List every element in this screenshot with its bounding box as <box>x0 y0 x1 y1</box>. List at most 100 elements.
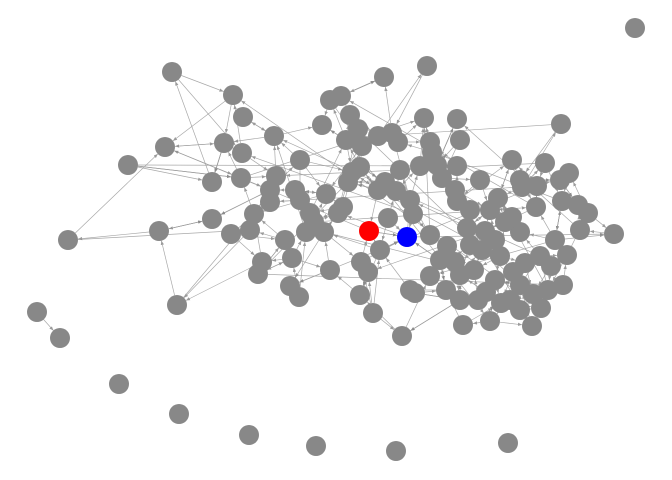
graph-node <box>232 143 252 163</box>
graph-edge <box>324 109 328 116</box>
graph-node <box>495 212 515 232</box>
graph-edge <box>337 276 353 289</box>
graph-edge <box>538 274 546 286</box>
graph-edge <box>305 167 321 187</box>
graph-edge <box>347 149 352 163</box>
graph-edge <box>330 130 338 135</box>
graph-edge <box>238 240 255 256</box>
graph-edge <box>377 233 476 270</box>
graph-edge <box>388 240 399 247</box>
graph-edge <box>513 166 517 171</box>
graph-edge <box>77 231 150 241</box>
graph-edge <box>285 163 536 177</box>
graph-edge <box>273 145 277 167</box>
graph-edge <box>299 241 307 288</box>
graph-edge <box>137 166 203 181</box>
graph-edge <box>181 75 224 92</box>
graph-edge <box>474 279 478 291</box>
graph-node <box>551 114 571 134</box>
graph-edge <box>261 220 278 234</box>
graph-node <box>498 433 518 453</box>
graph-node <box>445 180 465 200</box>
graph-node <box>450 130 470 150</box>
graph-node <box>468 290 488 310</box>
graph-node <box>460 200 480 220</box>
graph-node <box>531 298 551 318</box>
graph-node <box>557 245 577 265</box>
graph-edge <box>174 143 215 148</box>
graph-edge <box>565 187 573 198</box>
graph-node <box>410 156 430 176</box>
graph-node <box>535 153 555 173</box>
graph-node <box>378 208 398 228</box>
graph-node <box>320 260 340 280</box>
graph-edge <box>228 151 237 170</box>
graph-edge <box>244 187 251 205</box>
graph-node <box>118 155 138 175</box>
graph-edge <box>175 81 209 173</box>
graph-node <box>515 253 535 273</box>
graph-node <box>169 404 189 424</box>
graph-edge <box>349 80 376 93</box>
graph-node <box>502 150 522 170</box>
graph-node <box>457 218 477 238</box>
graph-edge <box>251 156 404 211</box>
graph-node <box>570 220 590 240</box>
graph-edge <box>482 260 492 266</box>
graph-node <box>282 248 302 268</box>
graph-node <box>239 425 259 445</box>
graph-node <box>363 303 383 323</box>
graph-node <box>526 197 546 217</box>
graph-edge <box>451 177 471 181</box>
graph-node <box>223 85 243 105</box>
graph-node <box>350 157 370 177</box>
graph-node <box>578 203 598 223</box>
graph-node <box>233 107 253 127</box>
graph-node <box>358 262 378 282</box>
node-layer <box>27 18 645 461</box>
graph-edge <box>394 224 401 231</box>
graph-edge <box>402 179 408 191</box>
graph-node <box>202 209 222 229</box>
graph-edge <box>331 238 354 256</box>
graph-edge <box>370 199 377 222</box>
graph-node <box>604 224 624 244</box>
graph-edge <box>548 275 552 281</box>
graph-node <box>527 176 547 196</box>
highlighted-node-blue <box>397 227 417 247</box>
graph-node <box>155 137 175 157</box>
graph-edge <box>259 232 276 238</box>
graph-edge <box>504 281 511 285</box>
graph-node <box>432 168 452 188</box>
graph-edge <box>471 307 493 321</box>
graph-edge <box>527 272 532 285</box>
graph-edge <box>172 100 226 142</box>
graph-node <box>510 170 530 190</box>
graph-node <box>231 168 251 188</box>
graph-node <box>58 230 78 250</box>
graph-node <box>221 224 241 244</box>
highlighted-node-red <box>359 221 379 241</box>
graph-node <box>420 225 440 245</box>
graph-edge <box>266 261 284 271</box>
graph-node <box>27 302 47 322</box>
graph-edge <box>443 147 454 158</box>
graph-node <box>510 275 530 295</box>
graph-node <box>260 192 280 212</box>
graph-edge <box>183 236 244 299</box>
graph-node <box>522 316 542 336</box>
graph-edge <box>385 257 405 283</box>
graph-node <box>480 200 500 220</box>
graph-node <box>264 126 284 146</box>
graph-edge <box>250 175 267 179</box>
graph-node <box>491 293 511 313</box>
graph-edge <box>412 175 418 191</box>
graph-edge <box>281 142 293 154</box>
graph-node <box>296 222 316 242</box>
graph-edge <box>384 86 391 124</box>
graph-edge <box>482 189 488 201</box>
graph-edge <box>299 273 321 283</box>
graph-edge <box>304 190 317 194</box>
graph-node <box>422 142 442 162</box>
